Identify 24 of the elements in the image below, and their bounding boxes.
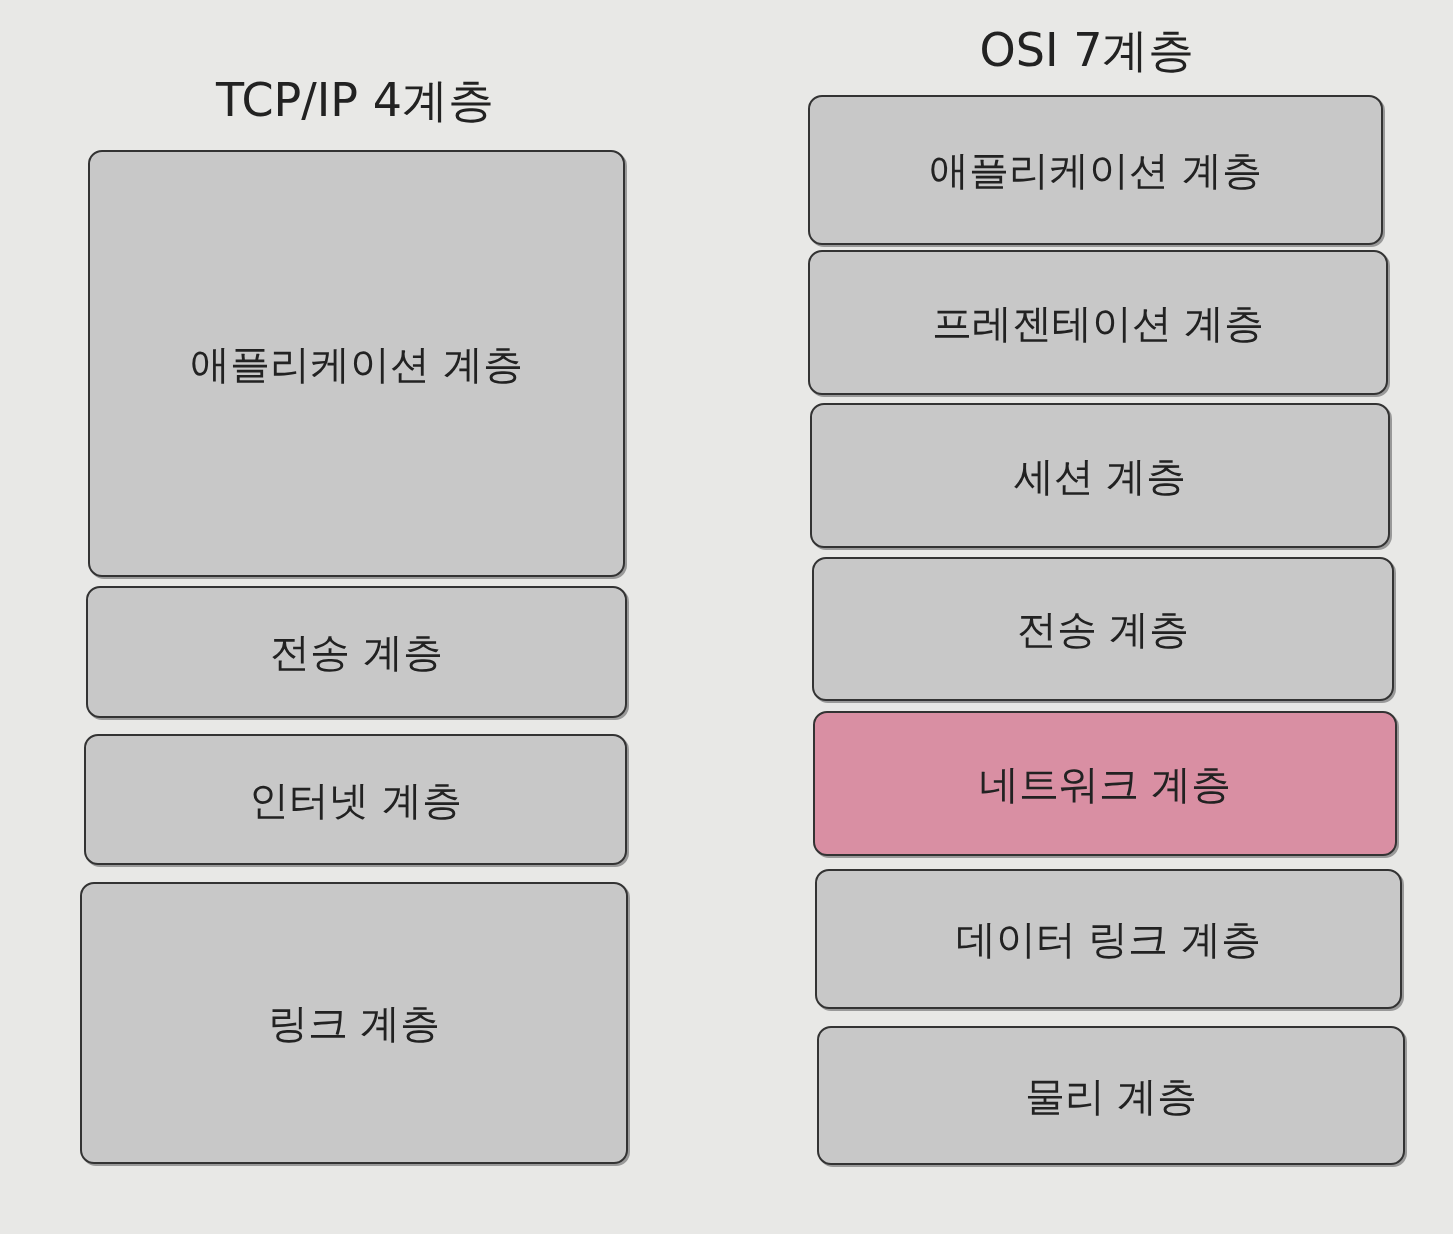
layer-label: 세션 계층 xyxy=(1013,451,1187,501)
column-heading: OSI 7계층 xyxy=(979,27,1195,73)
layer-box xyxy=(80,882,628,1164)
layer-label: 전송 계층 xyxy=(1016,605,1190,654)
layer-box xyxy=(84,734,627,865)
layer-box xyxy=(86,586,627,718)
layer-label: 데이터 링크 계층 xyxy=(955,915,1262,964)
layer-label: 애플리케이션 계층 xyxy=(929,146,1262,195)
layer-label: 프레젠테이션 계층 xyxy=(931,298,1265,348)
layer-box xyxy=(810,403,1390,548)
layer-box xyxy=(808,250,1388,395)
layer-box xyxy=(813,711,1397,856)
layer-label: 애플리케이션 계층 xyxy=(190,339,523,389)
layer-box xyxy=(815,869,1402,1009)
layer-box xyxy=(812,557,1394,701)
column-heading: TCP/IP 4계층 xyxy=(216,77,494,123)
layer-label: 물리 계층 xyxy=(1024,1071,1198,1121)
layer-label: 인터넷 계층 xyxy=(249,775,462,825)
layer-box xyxy=(808,95,1383,245)
layer-label: 네트워크 계층 xyxy=(978,759,1232,809)
layer-box xyxy=(817,1026,1405,1165)
layer-box xyxy=(88,150,625,577)
layer-label: 전송 계층 xyxy=(270,628,443,677)
layer-label: 링크 계층 xyxy=(267,999,441,1048)
